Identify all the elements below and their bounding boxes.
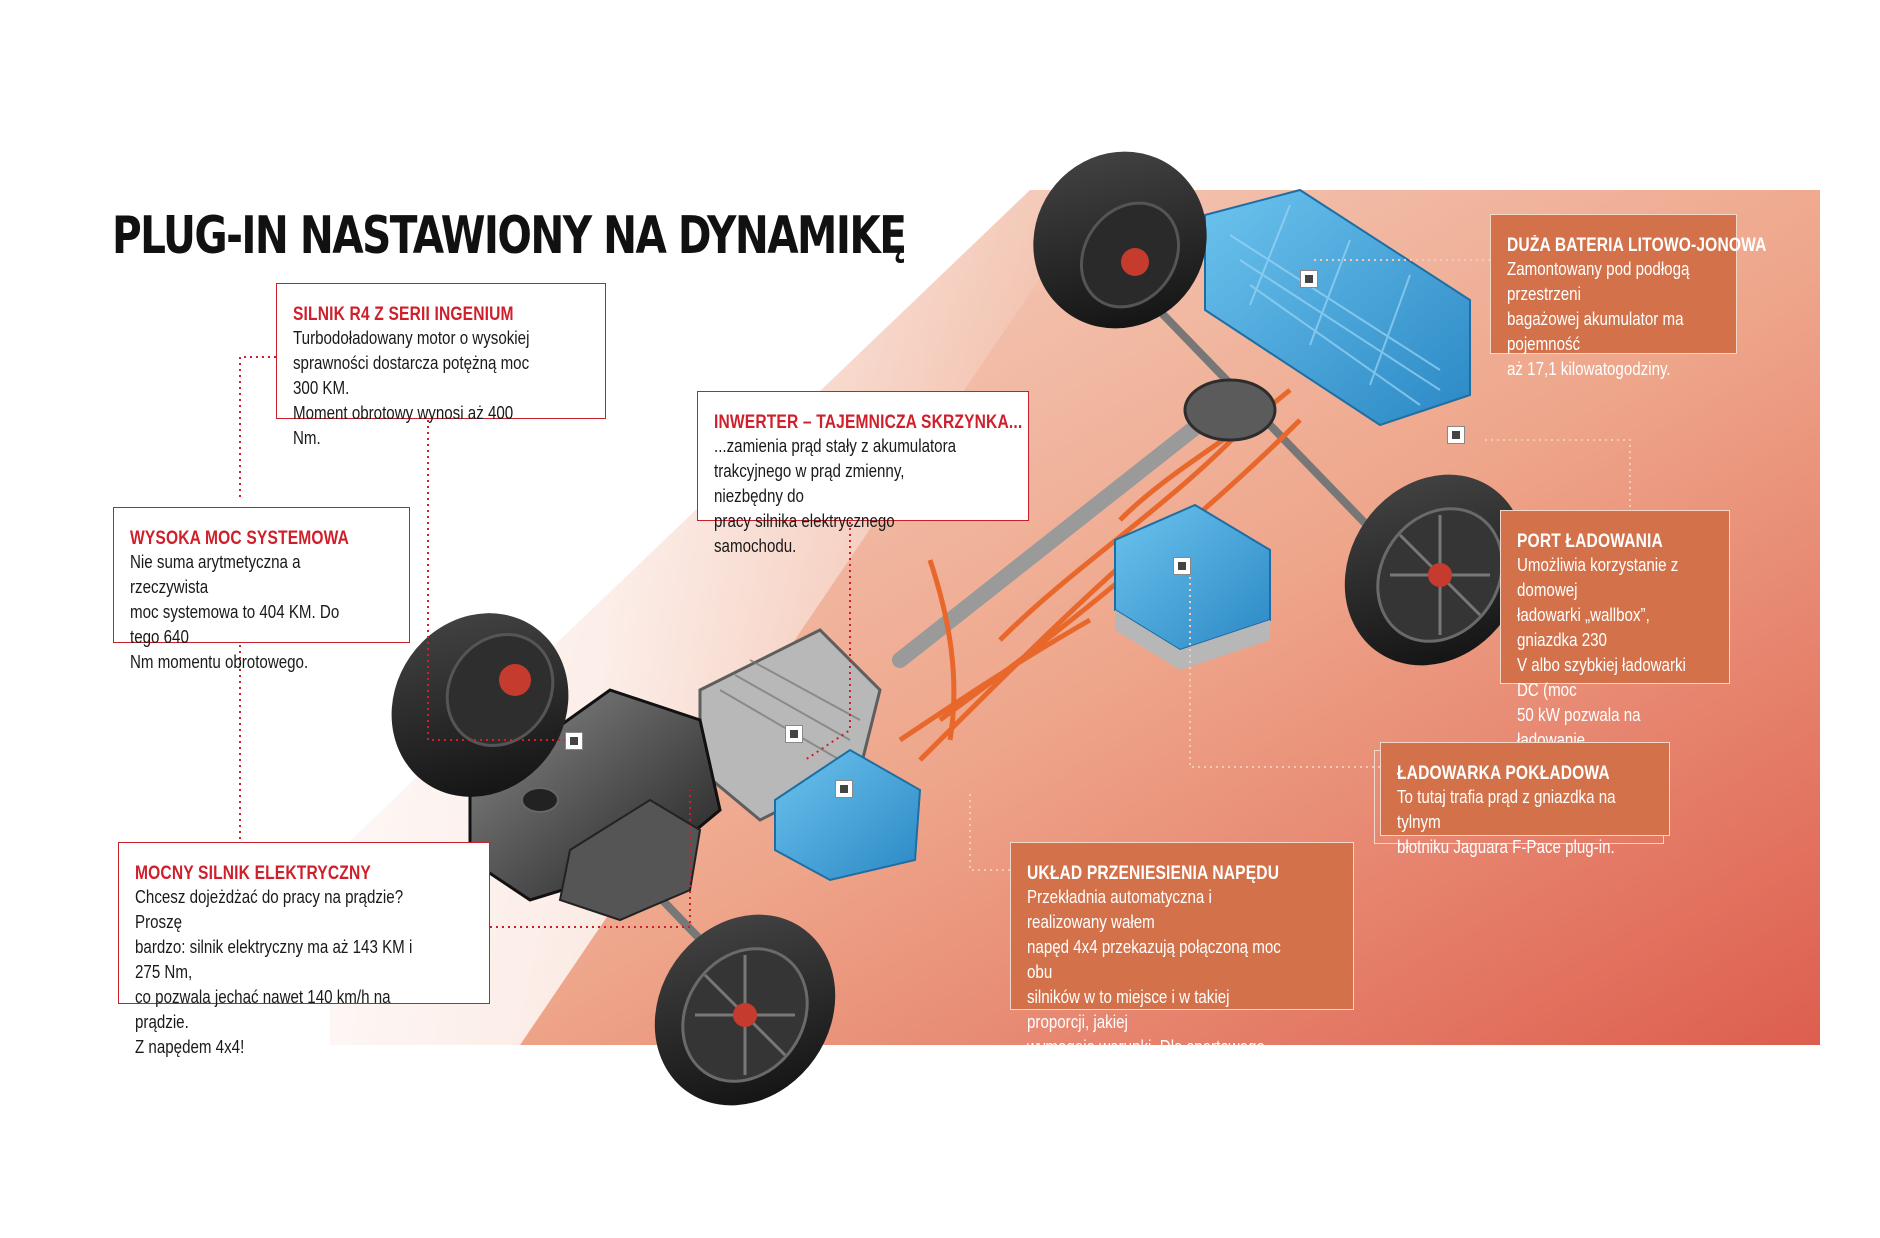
callout-text: ...zamienia prąd stały z akumulatora tra… [714, 436, 957, 556]
rear-differential [1183, 378, 1277, 442]
callout-heading: PORT ŁADOWANIA [1517, 531, 1663, 552]
callout-inwerter: INWERTER – TAJEMNICZA SKRZYNKA... ...zam… [697, 391, 1029, 556]
callout-text: Chcesz dojeżdżać do pracy na prądzie? Pr… [135, 887, 413, 1057]
marker-motor [835, 780, 853, 798]
callout-port: PORT ŁADOWANIA Umożliwia korzystanie z d… [1500, 510, 1730, 775]
prop-shaft [892, 392, 1238, 668]
marker-gearbox [785, 725, 803, 743]
callout-heading: SILNIK R4 Z SERII INGENIUM [293, 304, 514, 325]
callout-silnik-r4: SILNIK R4 Z SERII INGENIUM Turbodoładowa… [276, 283, 606, 448]
callout-ladowarka: ŁADOWARKA POKŁADOWA To tutaj trafia prąd… [1380, 742, 1670, 857]
wheel-rear-left [1033, 151, 1207, 329]
marker-inverter [1173, 557, 1191, 575]
callout-heading: UKŁAD PRZENIESIENIA NAPĘDU [1027, 863, 1280, 884]
callout-heading: ŁADOWARKA POKŁADOWA [1397, 763, 1610, 784]
wheel-front-left [391, 613, 569, 797]
callout-heading: MOCNY SILNIK ELEKTRYCZNY [135, 863, 371, 884]
callout-text: To tutaj trafia prąd z gniazdka na tylny… [1397, 787, 1616, 857]
marker-engine [565, 732, 583, 750]
callout-text: Nie suma arytmetyczna a rzeczywista moc … [130, 552, 340, 672]
marker-port [1447, 426, 1465, 444]
page-title: PLUG-IN NASTAWIONY NA DYNAMIKĘ [112, 206, 907, 266]
callout-wysoka-moc: WYSOKA MOC SYSTEMOWA Nie suma arytmetycz… [113, 507, 410, 672]
callout-mocny-silnik: MOCNY SILNIK ELEKTRYCZNY Chcesz dojeżdża… [118, 842, 490, 1057]
callout-text: Turbodoładowany motor o wysokiej sprawno… [293, 328, 530, 448]
callout-heading: DUŻA BATERIA LITOWO-JONOWA [1507, 235, 1767, 256]
callout-text: Zamontowany pod podłogą przestrzeni baga… [1507, 259, 1690, 379]
marker-battery [1300, 270, 1318, 288]
leader-lines [239, 259, 1631, 928]
callout-heading: WYSOKA MOC SYSTEMOWA [130, 528, 350, 549]
wheel-front-right [654, 914, 836, 1106]
callout-bateria: DUŻA BATERIA LITOWO-JONOWA Zamontowany p… [1490, 214, 1767, 379]
callout-heading: INWERTER – TAJEMNICZA SKRZYNKA... [714, 412, 1023, 433]
callout-uklad: UKŁAD PRZENIESIENIA NAPĘDU Przekładnia a… [1010, 842, 1354, 1107]
electric-motor [774, 748, 922, 882]
callout-text: Przekładnia automatyczna i realizowany w… [1027, 887, 1281, 1107]
wheel-rear-right [1344, 474, 1526, 666]
